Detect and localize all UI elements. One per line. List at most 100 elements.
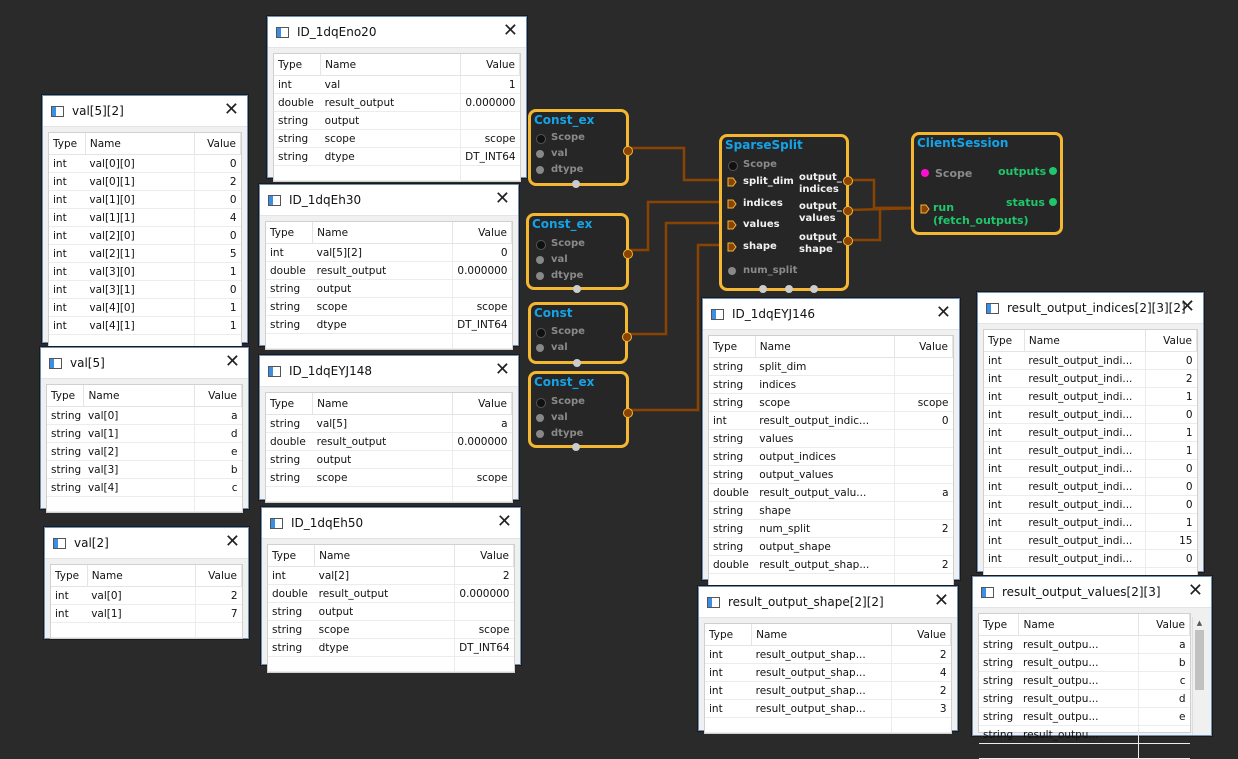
scrollbar-thumb[interactable] [1195,630,1204,690]
indices-pin-icon[interactable] [727,199,737,209]
shape-pin-icon[interactable] [727,242,737,252]
column-header-value[interactable]: Value [194,133,241,155]
column-header-name[interactable]: Name [755,336,895,358]
close-icon[interactable]: ✕ [494,188,510,209]
bottom-port-dot[interactable] [573,285,581,293]
column-header-value[interactable]: Value [1138,614,1190,636]
split-dim-pin-icon[interactable] [727,177,737,187]
scrollbar-up-arrow-icon[interactable]: ▲ [1196,619,1203,627]
output-port-dot[interactable] [623,146,633,156]
const-ex-node-2[interactable]: Const_ex Scope val dtype [526,213,633,293]
dtype-port-dot[interactable] [536,166,544,174]
bottom-port-dot[interactable] [572,443,580,451]
sparse-split-node[interactable]: SparseSplit Scope split_dim indices valu… [719,134,853,293]
output-values-dot[interactable] [843,206,853,216]
num-split-port-dot[interactable] [728,267,736,275]
column-header-value[interactable]: Value [891,624,951,646]
column-header-name[interactable]: Name [1018,614,1140,636]
column-header-name[interactable]: Name [751,624,893,646]
output-port-dot[interactable] [623,408,633,418]
column-header-type[interactable]: Type [709,336,756,358]
output-indices-dot[interactable] [843,176,853,186]
column-header-type[interactable]: Type [984,330,1025,352]
scope-port-dot[interactable] [728,161,738,171]
column-header-type[interactable]: Type [47,385,85,407]
column-header-name[interactable]: Name [87,565,197,587]
column-header-type[interactable]: Type [51,565,88,587]
column-header-value[interactable]: Value [1145,330,1197,352]
close-icon[interactable]: ✕ [494,359,510,380]
val-port-dot[interactable] [536,414,544,422]
column-header-name[interactable]: Name [314,545,456,567]
column-header-name[interactable]: Name [85,133,196,155]
output-port-dot[interactable] [623,249,633,259]
val-port-dot[interactable] [536,150,544,158]
close-icon[interactable]: ✕ [224,531,240,552]
outputs-port-dot[interactable] [1049,167,1057,175]
close-icon[interactable]: ✕ [1179,296,1195,317]
bottom-port-dot[interactable] [785,285,793,293]
column-header-value[interactable]: Value [454,545,514,567]
scope-port-dot[interactable] [536,398,546,408]
bottom-port-dot[interactable] [759,285,767,293]
bottom-port-dot[interactable] [810,285,818,293]
column-header-value[interactable]: Value [460,54,520,76]
close-icon[interactable]: ✕ [933,590,949,611]
close-icon[interactable]: ✕ [224,351,240,372]
val-port-dot[interactable] [536,344,544,352]
